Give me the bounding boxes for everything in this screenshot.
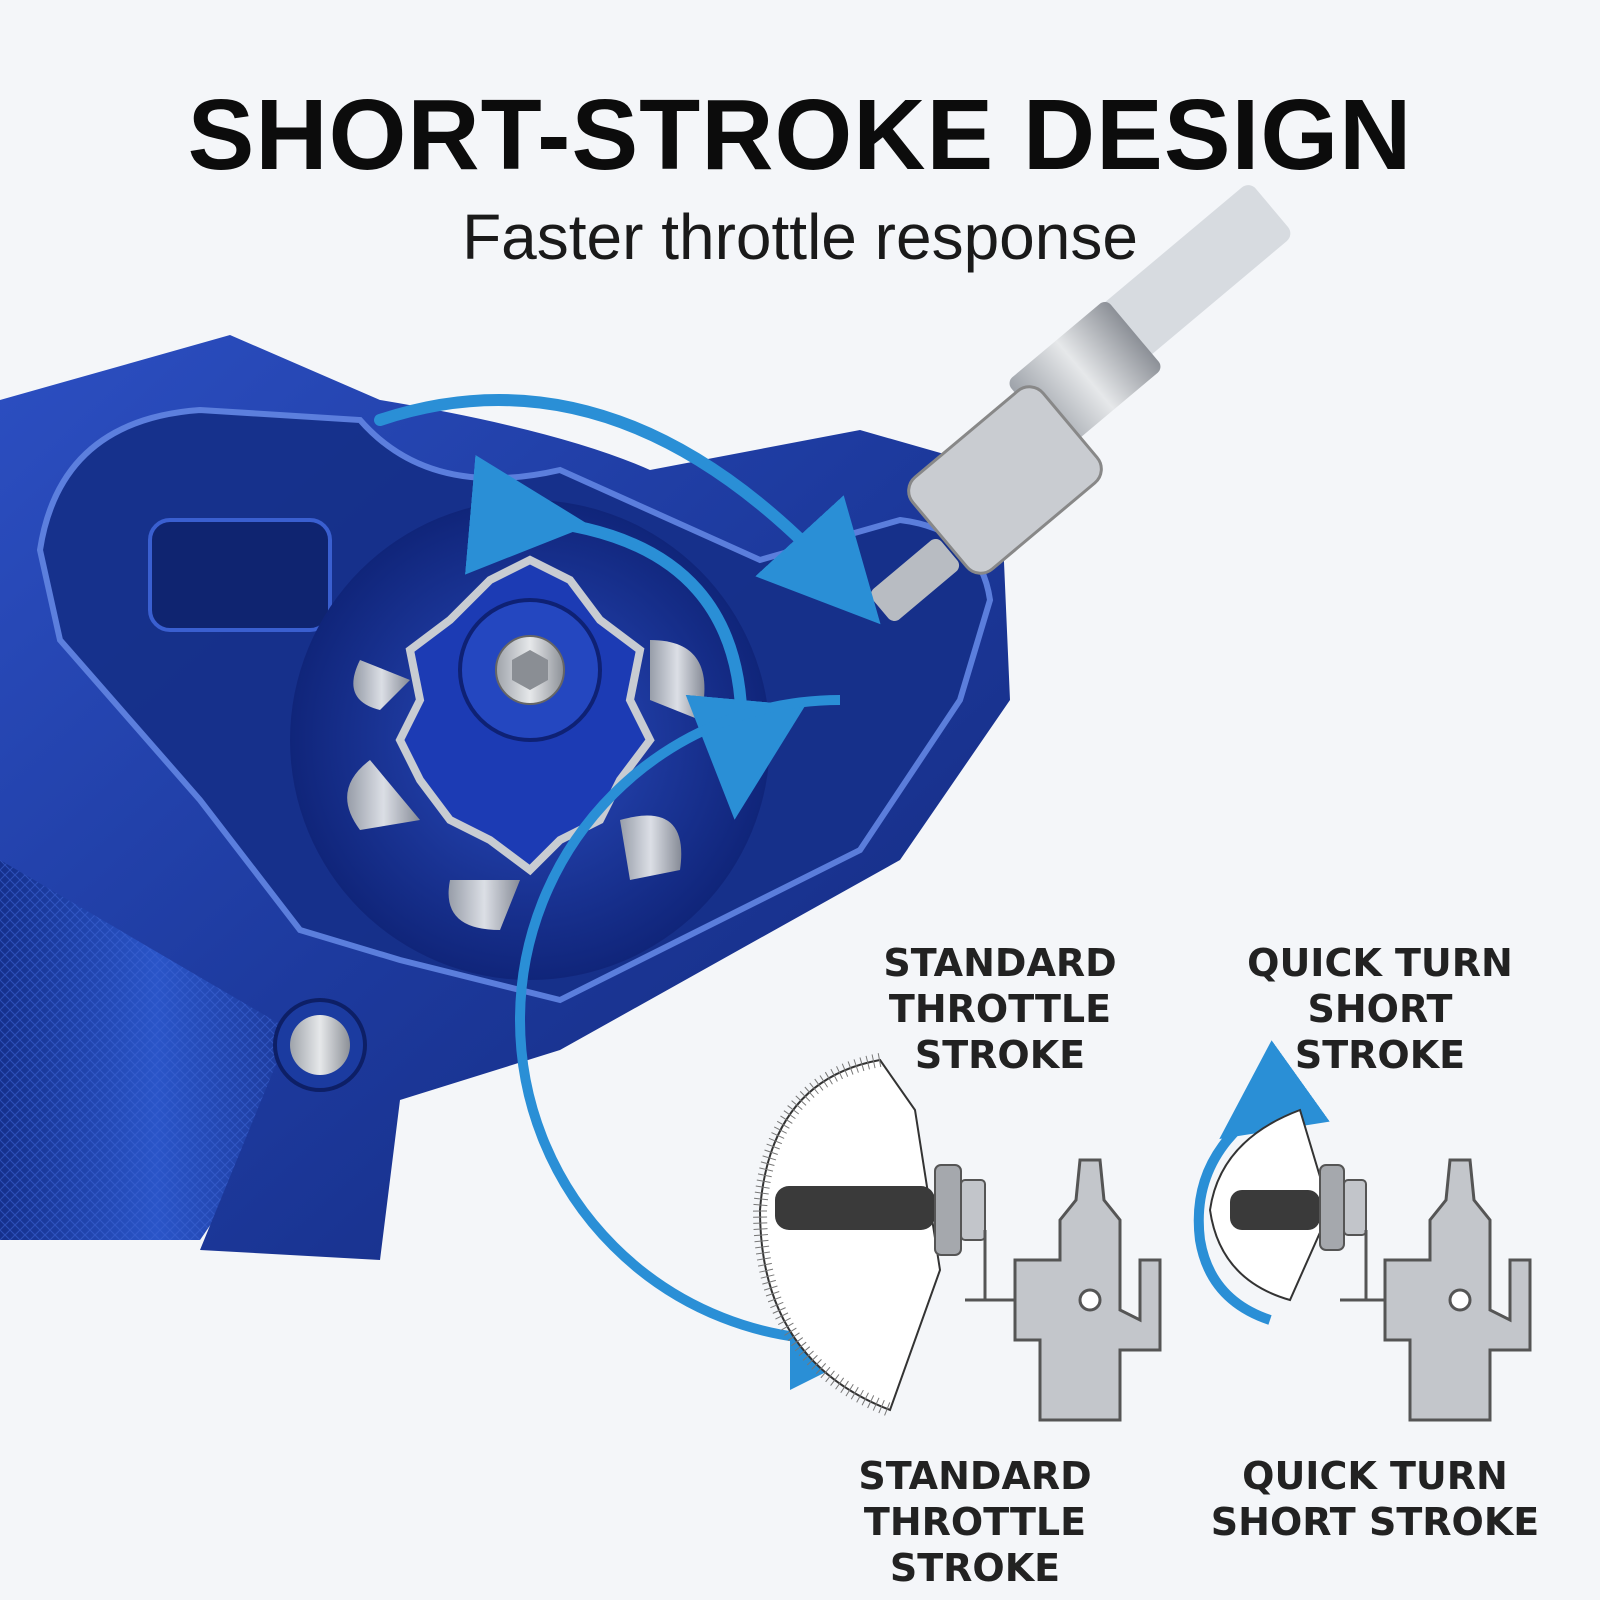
caption-standard-bottom: STANDARD THROTTLE STROKE bbox=[790, 1453, 1160, 1591]
caption-line: SHORT STROKE bbox=[1294, 987, 1466, 1077]
rotation-arrows bbox=[374, 394, 881, 820]
throttle-cable-adjuster bbox=[870, 185, 1291, 621]
throttle-rotor bbox=[290, 500, 770, 980]
caption-line: THROTTLE STROKE bbox=[888, 987, 1112, 1077]
caption-standard-top: STANDARD THROTTLE STROKE bbox=[820, 940, 1180, 1078]
caption-line: STANDARD bbox=[858, 1454, 1092, 1498]
caption-line: QUICK TURN bbox=[1247, 941, 1513, 985]
caption-line: STANDARD bbox=[883, 941, 1117, 985]
short-stroke-diagram bbox=[1193, 1040, 1532, 1422]
caption-line: SHORT STROKE bbox=[1210, 1500, 1540, 1544]
subheadline: Faster throttle response bbox=[462, 201, 1138, 273]
caption-line: THROTTLE STROKE bbox=[863, 1500, 1087, 1590]
caption-line: QUICK TURN bbox=[1242, 1454, 1508, 1498]
standard-stroke-diagram bbox=[515, 695, 1162, 1422]
caption-quick-bottom: QUICK TURN SHORT STROKE bbox=[1210, 1453, 1540, 1545]
caption-quick-top: QUICK TURN SHORT STROKE bbox=[1220, 940, 1540, 1078]
headline: SHORT-STROKE DESIGN bbox=[187, 79, 1413, 191]
